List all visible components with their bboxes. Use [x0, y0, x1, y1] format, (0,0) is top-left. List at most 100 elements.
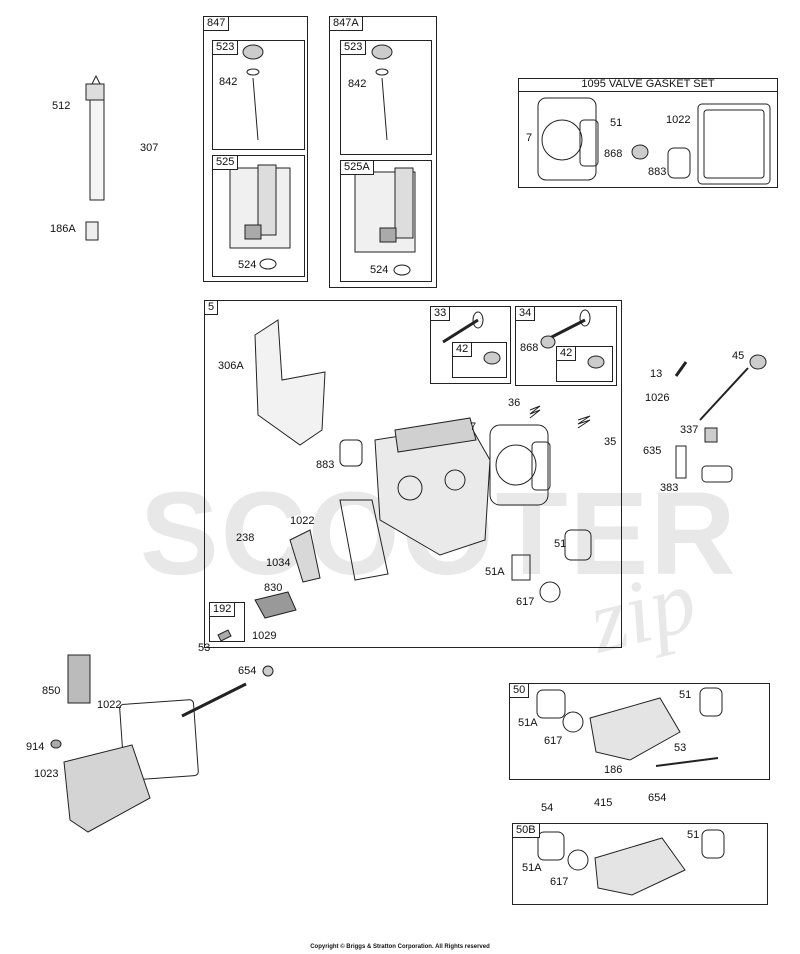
rocker-gasket-drawing [119, 699, 199, 781]
box-5-tag: 5 [204, 300, 219, 315]
box-523-847 [212, 40, 305, 150]
part-label: 186 [604, 764, 623, 776]
gasket-51-drawing [564, 529, 592, 561]
part-label: 830 [264, 582, 283, 594]
part-label: 617 [544, 735, 563, 747]
breather-drawing [289, 529, 321, 583]
part-label: 654 [238, 665, 257, 677]
box-42a [452, 342, 507, 378]
part-label: 1026 [645, 392, 670, 404]
o-ring-617-drawing [539, 581, 561, 603]
part-label: 635 [643, 445, 662, 457]
box-847 [203, 16, 308, 282]
part-label: 186A [50, 223, 76, 235]
part-label: 51 [610, 117, 623, 129]
part-label: 654 [648, 792, 667, 804]
part-label: 13 [650, 368, 663, 380]
box-1095-tag: 1095 VALVE GASKET SET [518, 78, 778, 92]
screw-192-drawing [217, 629, 232, 642]
box-523-847a [340, 40, 432, 155]
part-label: 1034 [266, 557, 291, 569]
part-label: 35 [604, 436, 617, 448]
sealant-tube-drawing [67, 654, 91, 704]
part-label: 7 [526, 132, 533, 144]
part-label: 51A [518, 717, 538, 729]
part-label: 1023 [34, 768, 59, 780]
box-33-tag: 33 [430, 306, 451, 321]
box-525a [340, 160, 432, 282]
part-label: 383 [660, 482, 679, 494]
stud-654-drawing [181, 682, 247, 718]
part-label: 1029 [252, 630, 277, 642]
box-33 [430, 306, 511, 384]
part-label: 54 [541, 802, 554, 814]
part-label: 512 [52, 100, 71, 112]
cover-gasket-drawing [339, 499, 389, 581]
part-label: 617 [550, 876, 569, 888]
part-label: 524 [370, 264, 389, 276]
part-label: 842 [348, 78, 367, 90]
part-label: 1022 [97, 699, 122, 711]
box-42a-tag: 42 [452, 342, 473, 357]
dipstick-tube-drawing [85, 74, 105, 241]
gasket-883-drawing [339, 439, 363, 467]
gasket-51a-drawing [511, 554, 531, 581]
box-847-tag: 847 [203, 16, 230, 31]
part-label: 7 [470, 421, 477, 433]
box-50b-tag: 50B [512, 823, 540, 838]
part-label: 51 [687, 829, 700, 841]
part-label: 53 [674, 742, 687, 754]
copyright-notice: Copyright © Briggs & Stratton Corporatio… [310, 944, 490, 950]
part-label: 415 [594, 797, 613, 809]
box-34-tag: 34 [515, 306, 536, 321]
part-label: 51A [485, 566, 505, 578]
part-label: 53 [198, 642, 211, 654]
part-label: 306A [218, 360, 244, 372]
box-50b [512, 823, 768, 905]
part-label: 868 [604, 148, 623, 160]
cylinder-head-drawing [374, 417, 491, 556]
box-50-tag: 50 [509, 683, 530, 698]
valve-gasket-set-drawing [537, 97, 771, 185]
heat-shield-drawing [254, 319, 326, 446]
part-label: 51 [554, 538, 567, 550]
rocker-drawing [254, 591, 297, 619]
box-34 [515, 306, 617, 386]
part-label: 51 [679, 689, 692, 701]
box-523-847a-tag: 523 [340, 40, 367, 55]
valve-springs-drawing [529, 405, 591, 429]
pushrod-parts-drawing [674, 354, 767, 483]
box-523-847-tag: 523 [212, 40, 239, 55]
box-525a-tag: 525A [340, 160, 374, 175]
dipstick-847a-drawing [354, 44, 416, 276]
valves-drawing [442, 309, 605, 369]
box-847a [329, 16, 437, 288]
intake-manifold-50b-drawing [537, 829, 725, 896]
part-label: 914 [26, 741, 45, 753]
intake-manifold-50-drawing [536, 687, 723, 767]
box-42b-tag: 42 [556, 346, 577, 361]
part-label: 51A [522, 862, 542, 874]
part-label: 868 [520, 342, 539, 354]
head-gasket-drawing [489, 424, 551, 506]
part-label: 1022 [666, 114, 691, 126]
box-847a-tag: 847A [329, 16, 363, 31]
box-42b [556, 346, 613, 382]
part-label: 238 [236, 532, 255, 544]
part-label: 524 [238, 259, 257, 271]
part-label: 842 [219, 76, 238, 88]
part-label: 850 [42, 685, 61, 697]
part-label: 1022 [290, 515, 315, 527]
part-label: 307 [140, 142, 159, 154]
part-label: 883 [316, 459, 335, 471]
part-label: 337 [680, 424, 699, 436]
box-525-tag: 525 [212, 155, 239, 170]
part-label: 36 [508, 397, 521, 409]
part-label: 883 [648, 166, 667, 178]
dipstick-847-drawing [229, 44, 291, 270]
box-50 [509, 683, 770, 780]
box-525 [212, 155, 305, 277]
box-5 [204, 300, 622, 648]
box-192-tag: 192 [209, 602, 236, 617]
